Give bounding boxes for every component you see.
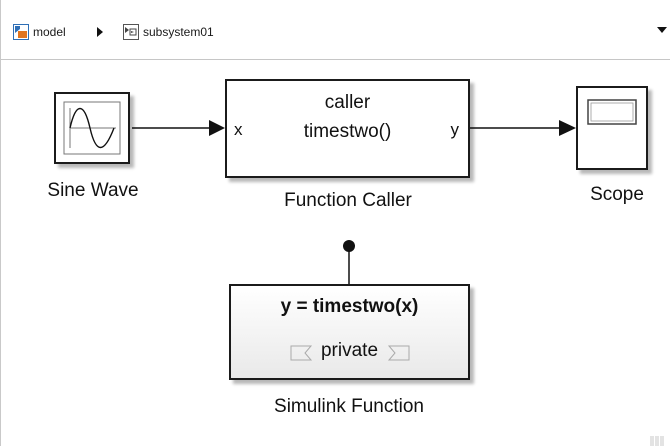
breadcrumb-item-subsystem01[interactable]: subsystem01 (123, 23, 214, 41)
signal-arrow-caller-input (209, 120, 225, 136)
function-trigger-dot (343, 240, 355, 252)
chevron-down-icon[interactable] (657, 27, 667, 33)
signal-lines (132, 120, 576, 284)
signal-arrow-scope-input (559, 120, 576, 136)
diagram-canvas[interactable]: Sine Wave caller timestwo() x y Function… (1, 60, 670, 446)
resize-grip[interactable] (649, 433, 667, 446)
function-visibility: private (320, 340, 379, 361)
simulink-function-label: Simulink Function (274, 396, 424, 417)
breadcrumb: model subsystem01 (1, 0, 670, 60)
scope-label: Scope (590, 184, 644, 205)
chevron-right-icon (97, 27, 103, 37)
function-signature: y = timestwo(x) (280, 296, 419, 317)
input-port-label: x (234, 120, 243, 139)
subsystem-icon (123, 24, 139, 40)
function-caller-prototype: timestwo() (303, 121, 392, 142)
scope-block[interactable] (576, 86, 648, 170)
breadcrumb-label-model: model (33, 25, 66, 39)
simulink-function-block[interactable]: y = timestwo(x) private (229, 284, 470, 380)
sine-wave-icon (63, 101, 121, 155)
sine-wave-block[interactable] (54, 92, 130, 164)
function-caller-block[interactable]: caller timestwo() x y (225, 79, 470, 178)
function-caller-label: Function Caller (284, 190, 412, 211)
model-icon (13, 24, 29, 40)
function-caller-title: caller (324, 92, 371, 113)
breadcrumb-label-subsystem01: subsystem01 (143, 25, 214, 39)
sine-wave-label: Sine Wave (47, 180, 139, 201)
breadcrumb-item-model[interactable]: model (13, 23, 66, 41)
scope-screen-icon (587, 99, 637, 125)
output-port-label: y (450, 120, 460, 139)
function-port-icons (290, 345, 410, 361)
